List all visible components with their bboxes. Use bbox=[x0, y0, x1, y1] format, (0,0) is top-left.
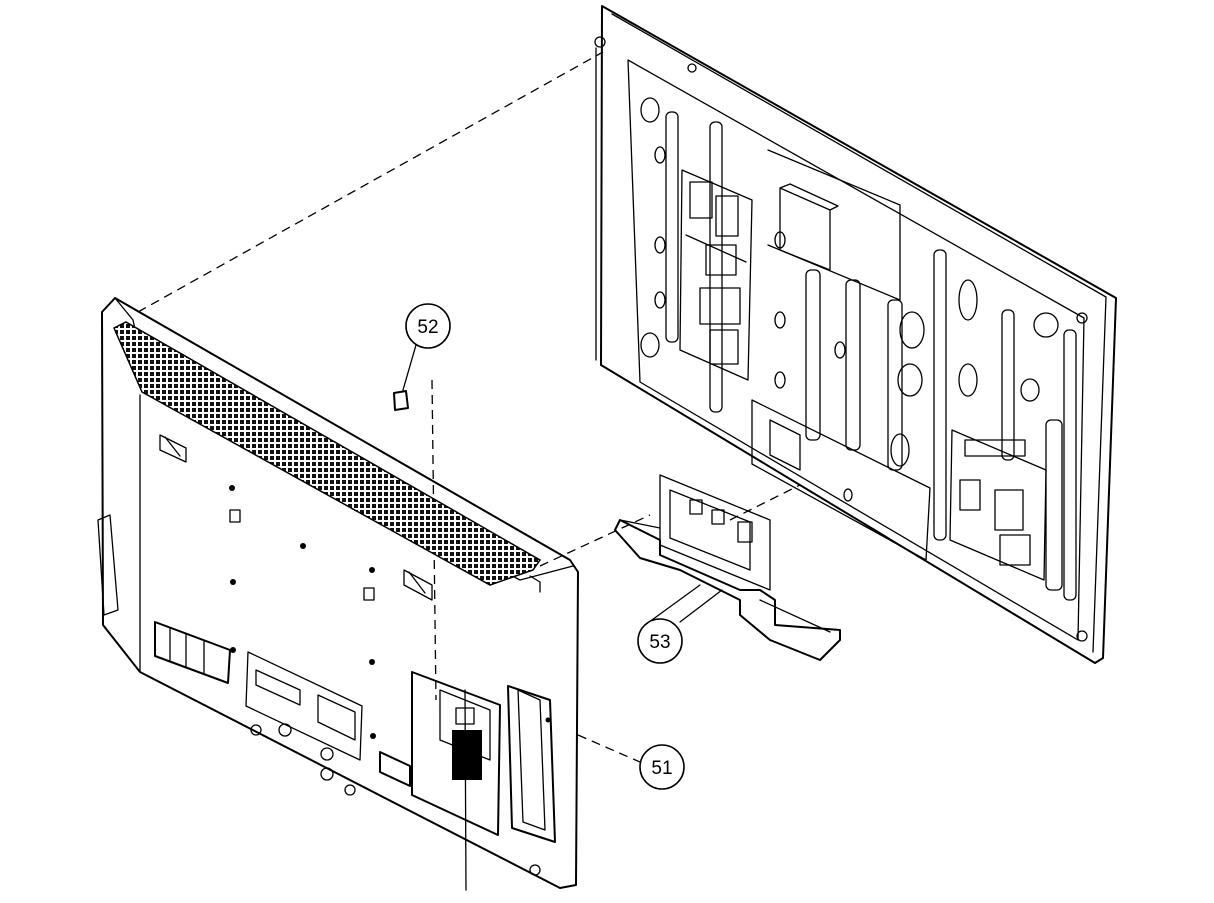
side-jack-panel bbox=[411, 671, 501, 836]
callout-label-51: 51 bbox=[651, 758, 672, 779]
rear-cover-part bbox=[97, 297, 579, 889]
display-chassis bbox=[594, 5, 1117, 664]
callout-53: 53 bbox=[637, 589, 723, 664]
side-slot bbox=[507, 685, 556, 843]
callout-label-53: 53 bbox=[649, 632, 670, 653]
terminal-board bbox=[949, 429, 1047, 581]
alignment-guides bbox=[137, 51, 801, 891]
terminal-cutouts bbox=[154, 621, 411, 796]
chassis-holes bbox=[594, 36, 1088, 642]
main-circuit-board bbox=[679, 169, 753, 381]
stand-bracket-part bbox=[614, 474, 841, 661]
callout-52: 52 bbox=[402, 303, 451, 391]
cover-mount-points bbox=[159, 434, 433, 739]
power-module bbox=[767, 149, 901, 301]
label-tag-part bbox=[393, 390, 409, 411]
callout-label-52: 52 bbox=[417, 317, 438, 338]
chassis-rails bbox=[665, 111, 1077, 601]
vent-grille bbox=[113, 321, 542, 586]
callout-51: 51 bbox=[577, 734, 685, 790]
